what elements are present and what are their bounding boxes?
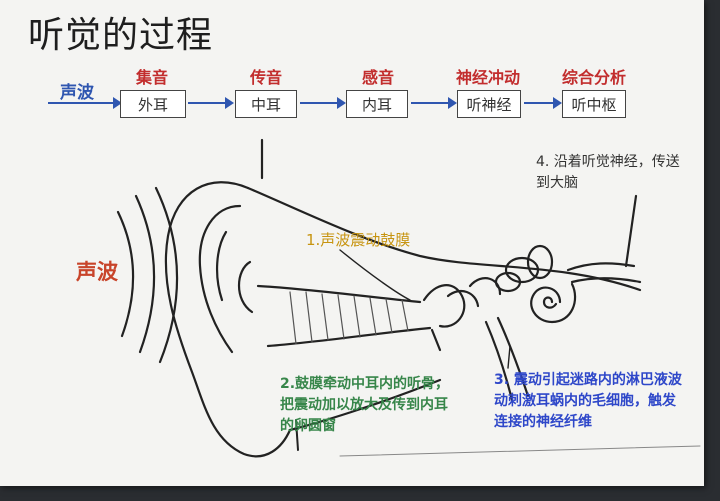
leader-line: [507, 345, 511, 369]
flow-arrow: [48, 97, 122, 109]
cochlea: [530, 282, 577, 324]
leader-line: [295, 419, 299, 451]
slide: 听觉的过程 声波 集音 外耳 传音 中耳 感音 内耳 神经冲动 听神经 综合分析…: [0, 0, 704, 486]
note-eardrum-vibration: 1.声波震动鼓膜: [306, 231, 411, 249]
sound-wave-arc: [154, 186, 179, 364]
flow-arrow: [411, 97, 457, 109]
step-box-auditory-nerve: 听神经: [457, 90, 521, 118]
semicircular-canal: [526, 244, 554, 280]
eustachian-tube: [496, 316, 530, 398]
step-box-middle-ear: 中耳: [235, 90, 297, 118]
step-box-auditory-center: 听中枢: [562, 90, 626, 118]
note-cochlea: 3. 震动引起迷路内的淋巴液波动刺激耳蜗内的毛细胞，触发连接的神经纤维: [494, 372, 682, 430]
jaw-contour: [288, 378, 442, 432]
step-label-sense: 感音: [361, 68, 394, 87]
nerve-pointer: [624, 194, 638, 268]
step-label-nerve-impulse: 神经冲动: [455, 68, 520, 87]
ear-anatomy-illustration: [116, 138, 701, 458]
note-ossicles: 2.鼓膜牵动中耳内的听骨，把震动加以放大及传到内耳的卵圆窗: [280, 376, 450, 434]
step-label-collect: 集音: [135, 68, 168, 87]
flow-arrow: [300, 97, 346, 109]
step-box-inner-ear: 内耳: [346, 90, 408, 118]
note-auditory-nerve: 4. 沿着听觉神经，传送到大脑: [536, 154, 680, 191]
pinna-inner-fold: [198, 204, 242, 354]
page-title: 听觉的过程: [28, 15, 214, 56]
step-box-outer-ear: 外耳: [120, 90, 186, 118]
leader-line: [339, 249, 411, 301]
flow-input-label: 声波: [60, 83, 94, 103]
sound-wave-arc: [116, 210, 135, 338]
flow-arrow: [524, 97, 562, 109]
semicircular-canal: [504, 256, 540, 284]
semicircular-canal: [494, 271, 522, 293]
pinna-concha: [238, 260, 254, 314]
sound-wave-arc: [134, 194, 156, 354]
step-label-analysis: 综合分析: [561, 68, 626, 87]
ossicles: [422, 284, 466, 328]
step-label-transmit: 传音: [249, 68, 282, 87]
auditory-nerve: [566, 262, 636, 272]
head-contour: [246, 186, 642, 292]
pinna-antihelix: [215, 230, 228, 302]
pinna-outline: [164, 181, 292, 458]
flow-arrow: [188, 97, 234, 109]
ear-canal-bottom: [266, 326, 432, 348]
divider-line: [339, 445, 701, 457]
sound-wave-label: 声波: [76, 260, 118, 284]
ear-canal-top: [256, 284, 422, 304]
